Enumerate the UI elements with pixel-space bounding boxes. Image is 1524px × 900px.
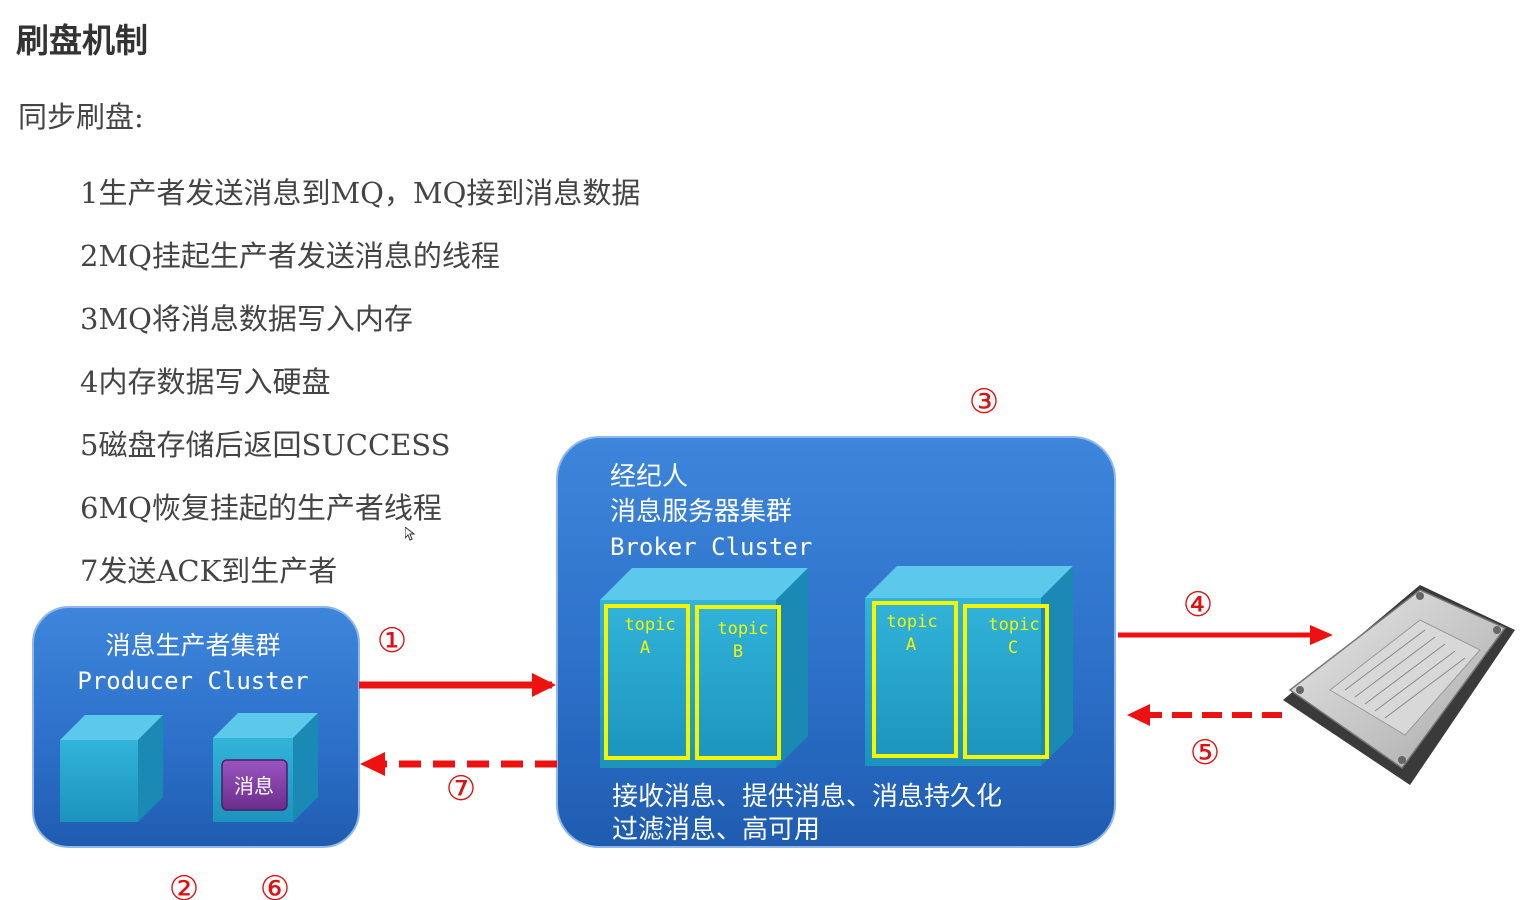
arrow-4-write-disk — [1118, 625, 1333, 645]
broker-node-cube — [600, 568, 808, 768]
topic-word: topic — [886, 612, 937, 632]
topic-name: B — [733, 642, 743, 662]
step-marker-6: ⑥ — [260, 869, 290, 900]
hard-disk-image — [1283, 585, 1515, 785]
producer-title-cn: 消息生产者集群 — [105, 631, 280, 660]
arrow-5-success — [1127, 704, 1282, 726]
step-marker-2: ② — [169, 869, 199, 900]
broker-title-line1: 经纪人 — [610, 462, 688, 492]
arrow-1-produce — [359, 673, 556, 697]
broker-title-line2: 消息服务器集群 — [610, 497, 792, 527]
message-block: 消息 — [222, 760, 287, 810]
message-label: 消息 — [234, 774, 274, 798]
broker-desc-line2: 过滤消息、高可用 — [612, 815, 820, 845]
mouse-cursor-icon — [405, 527, 415, 541]
topic-word: topic — [988, 615, 1039, 635]
step-marker-4: ④ — [1183, 585, 1213, 625]
broker-desc-line1: 接收消息、提供消息、消息持久化 — [612, 782, 1002, 812]
broker-title-line3: Broker Cluster — [610, 533, 812, 561]
topic-name: A — [640, 638, 650, 658]
step-marker-3: ③ — [969, 382, 999, 422]
topic-word: topic — [624, 615, 675, 635]
producer-cluster: 消息生产者集群 Producer Cluster 消息 — [33, 607, 359, 847]
topic-name: A — [906, 635, 916, 655]
producer-node-cube — [60, 715, 163, 822]
step-marker-1: ① — [377, 621, 407, 661]
producer-title-en: Producer Cluster — [77, 667, 308, 695]
topic-word: topic — [717, 619, 768, 639]
broker-cluster: 经纪人 消息服务器集群 Broker Cluster topic A topic… — [557, 437, 1115, 847]
step-marker-5: ⑤ — [1190, 733, 1220, 773]
topic-name: C — [1008, 638, 1018, 658]
step-marker-7: ⑦ — [446, 769, 476, 809]
broker-node-cube — [865, 566, 1073, 766]
